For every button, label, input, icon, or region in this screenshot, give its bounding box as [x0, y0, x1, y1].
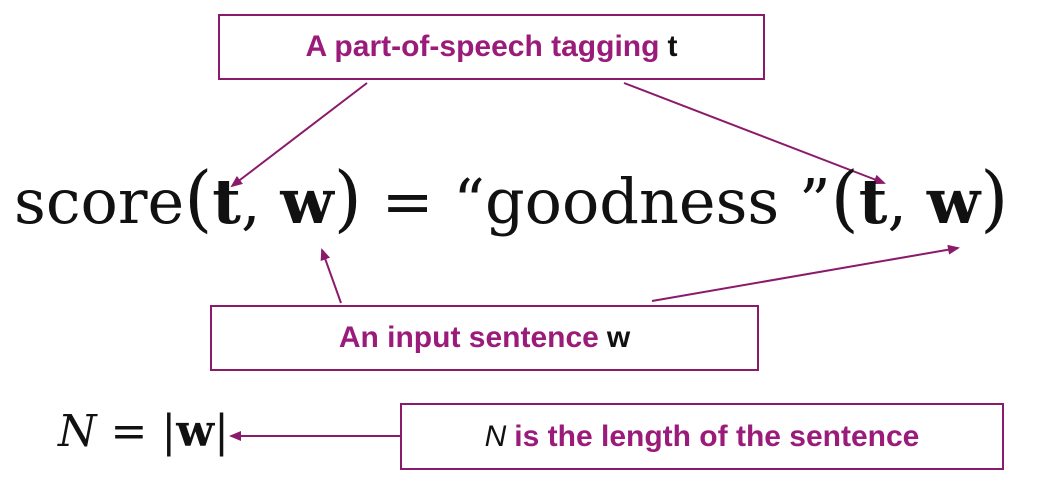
abs-bar-right: | — [214, 406, 229, 457]
arrow-sentence-to-rhs-w — [651, 244, 960, 302]
score-equation: score(t, w) = “goodness ”(t, w) — [14, 162, 1008, 234]
abs-w: w — [176, 406, 215, 457]
close-quote: ” — [798, 165, 831, 238]
tagging-label-box: A part-of-speech tagging t — [218, 14, 765, 80]
goodness-word: goodness — [484, 165, 780, 238]
sentence-label-box: An input sentence w — [210, 305, 759, 371]
arrow-sentence-to-lhs-w — [320, 248, 342, 304]
length-equals-sign: = — [110, 406, 148, 457]
lhs-w: w — [280, 165, 334, 238]
length-label-var: N — [484, 419, 507, 453]
n-variable: N — [58, 406, 97, 457]
arrow-tagging-to-rhs-t — [623, 82, 886, 185]
equals-sign: = — [381, 165, 434, 238]
rhs-t: t — [858, 165, 888, 238]
tagging-label-var: t — [667, 30, 678, 63]
lhs-lparen: ( — [184, 156, 213, 240]
sentence-label-text: An input sentence — [338, 321, 599, 354]
score-func: score — [14, 165, 185, 238]
lhs-rparen: ) — [333, 156, 362, 240]
tagging-label-text: A part-of-speech tagging — [305, 30, 660, 63]
rhs-rparen: ) — [980, 156, 1009, 240]
length-label-box: N is the length of the sentence — [400, 403, 1004, 470]
lhs-comma: , — [240, 165, 261, 238]
length-label-text: is the length of the sentence — [514, 419, 920, 453]
rhs-w: w — [926, 165, 981, 238]
sentence-label-var: w — [606, 321, 631, 354]
rhs-comma: , — [887, 165, 908, 238]
open-quote: “ — [453, 165, 485, 238]
arrow-tagging-to-lhs-t — [230, 82, 368, 188]
lhs-t: t — [212, 165, 241, 238]
abs-bar-left: | — [161, 406, 177, 457]
length-equation: N = |w| — [58, 410, 229, 454]
rhs-lparen: ( — [830, 156, 859, 240]
